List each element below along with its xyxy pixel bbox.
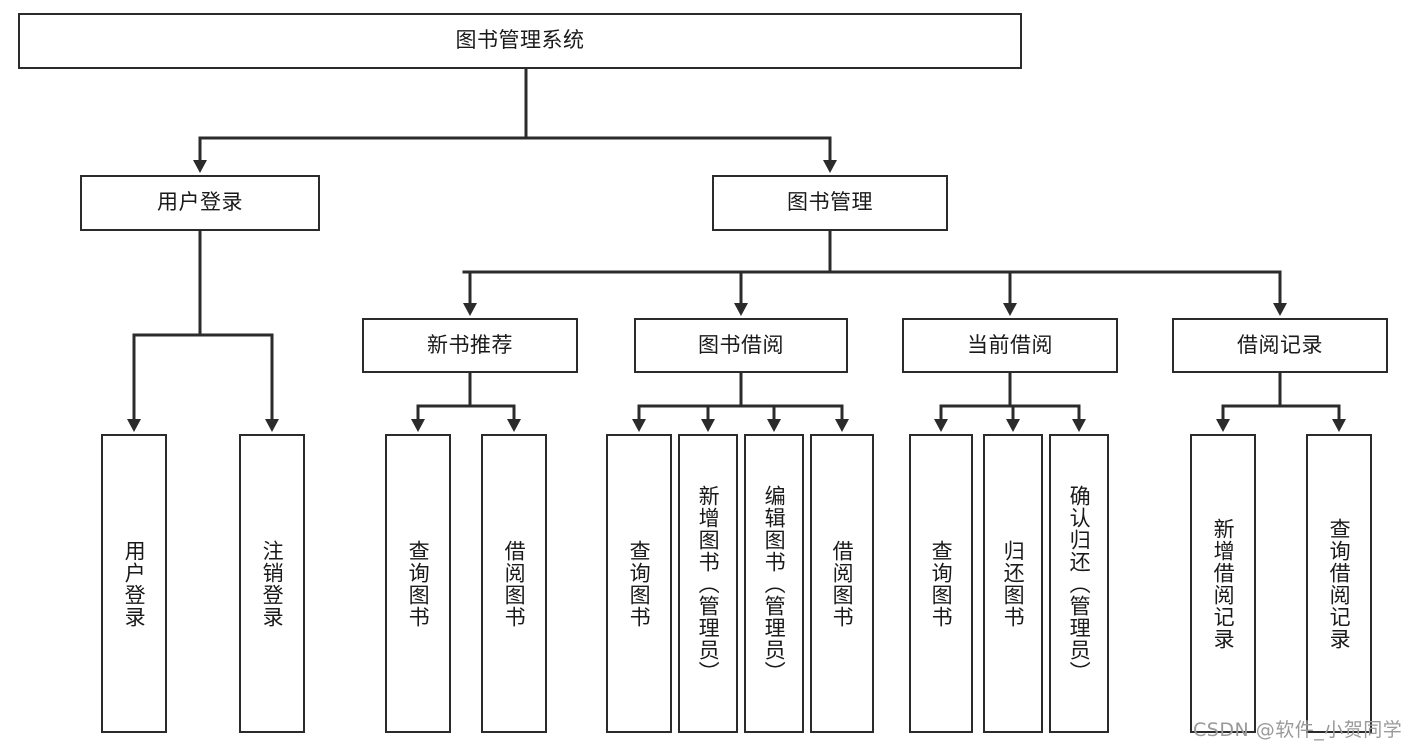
node-leaf-add-book[interactable]: 新增图书（管理员）: [678, 434, 738, 733]
node-label: 当前借阅: [967, 332, 1053, 357]
node-label: 查询图书: [406, 539, 431, 628]
node-label: 用户登录: [122, 539, 147, 628]
node-book-borrow[interactable]: 图书借阅: [634, 318, 848, 373]
node-leaf-borrow-book-1[interactable]: 借阅图书: [481, 434, 547, 733]
node-label: 新增图书（管理员）: [696, 484, 721, 683]
node-leaf-query-book-1[interactable]: 查询图书: [385, 434, 451, 733]
node-label: 查询借阅记录: [1327, 517, 1352, 650]
node-label: 用户登录: [157, 190, 243, 215]
node-label: 新书推荐: [427, 332, 513, 357]
node-label: 注销登录: [260, 539, 285, 628]
node-leaf-query-book-2[interactable]: 查询图书: [606, 434, 672, 733]
node-label: 确认归还（管理员）: [1067, 484, 1092, 683]
node-book-manage[interactable]: 图书管理: [712, 175, 948, 231]
node-leaf-confirm-return[interactable]: 确认归还（管理员）: [1049, 434, 1109, 733]
node-new-book-recommend[interactable]: 新书推荐: [362, 318, 578, 373]
node-user-login[interactable]: 用户登录: [80, 175, 320, 231]
node-label: 借阅图书: [830, 539, 855, 628]
node-leaf-user-login[interactable]: 用户登录: [101, 434, 167, 733]
node-label: 查询图书: [929, 539, 954, 628]
node-current-borrow[interactable]: 当前借阅: [902, 318, 1118, 373]
node-leaf-edit-book[interactable]: 编辑图书（管理员）: [744, 434, 804, 733]
node-leaf-add-record[interactable]: 新增借阅记录: [1190, 434, 1256, 733]
node-leaf-return-book[interactable]: 归还图书: [983, 434, 1043, 733]
node-borrow-record[interactable]: 借阅记录: [1172, 318, 1388, 373]
node-label: 图书借阅: [698, 332, 784, 357]
node-label: 归还图书: [1001, 539, 1026, 628]
node-label: 借阅记录: [1237, 332, 1323, 357]
node-root[interactable]: 图书管理系统: [18, 13, 1022, 69]
node-leaf-query-book-3[interactable]: 查询图书: [909, 434, 973, 733]
node-label: 图书管理: [787, 190, 873, 215]
node-leaf-borrow-book-2[interactable]: 借阅图书: [810, 434, 874, 733]
node-label: 新增借阅记录: [1211, 517, 1236, 650]
node-leaf-user-logout[interactable]: 注销登录: [239, 434, 305, 733]
node-label: 图书管理系统: [455, 28, 585, 53]
node-leaf-query-record[interactable]: 查询借阅记录: [1306, 434, 1372, 733]
node-label: 查询图书: [627, 539, 652, 628]
node-label: 编辑图书（管理员）: [762, 484, 787, 683]
node-label: 借阅图书: [502, 539, 527, 628]
